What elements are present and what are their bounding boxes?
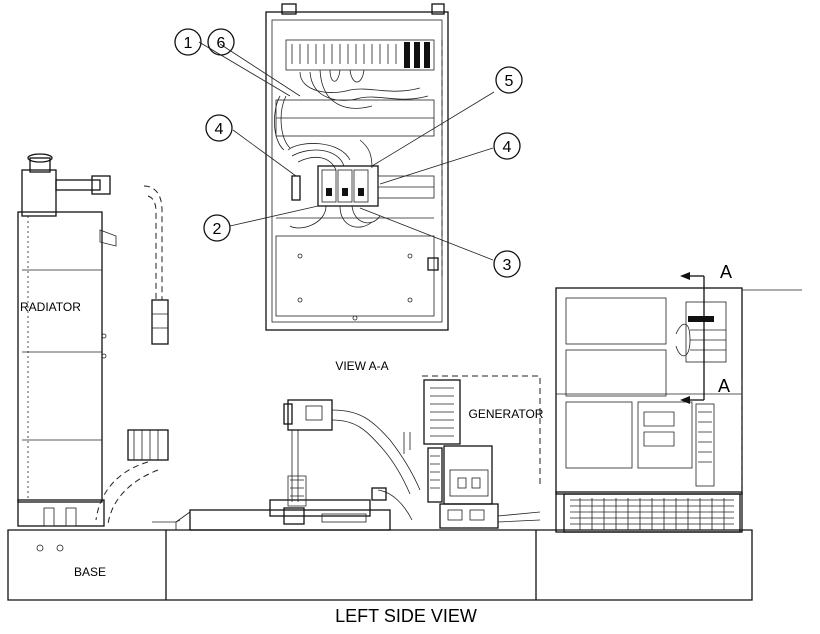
callout-3 [493,250,521,278]
section-label-top: A [720,262,732,282]
radiator-label: RADIATOR [20,300,81,314]
upper-hose [143,185,163,300]
view-label: VIEW A-A [335,359,388,373]
callout-4-left-number: 4 [215,121,224,138]
radiator [17,153,117,527]
generator-label: GENERATOR [469,407,544,421]
base-label: BASE [74,565,106,579]
callout-4-right [493,132,521,160]
generator [422,375,541,529]
callout-6-number: 6 [217,35,226,52]
lower-hose [95,461,149,521]
engine-assembly [175,399,421,531]
callouts: 1 6 5 4 4 2 3 [174,28,523,278]
callout-5-number: 5 [505,73,514,90]
callout-2-number: 2 [213,221,222,238]
section-marker [680,272,705,404]
drawing-title: LEFT SIDE VIEW [335,606,477,626]
callout-1 [174,28,202,56]
callout-3-number: 3 [503,257,512,274]
callout-4-left [205,114,233,142]
callout-2 [203,214,231,242]
control-box-side [555,287,802,533]
callout-5 [495,66,523,94]
control-panel-view [265,3,449,331]
callout-1-number: 1 [184,35,193,52]
section-label-bottom: A [718,376,730,396]
callout-6 [207,28,235,56]
callout-4-right-number: 4 [503,139,512,156]
